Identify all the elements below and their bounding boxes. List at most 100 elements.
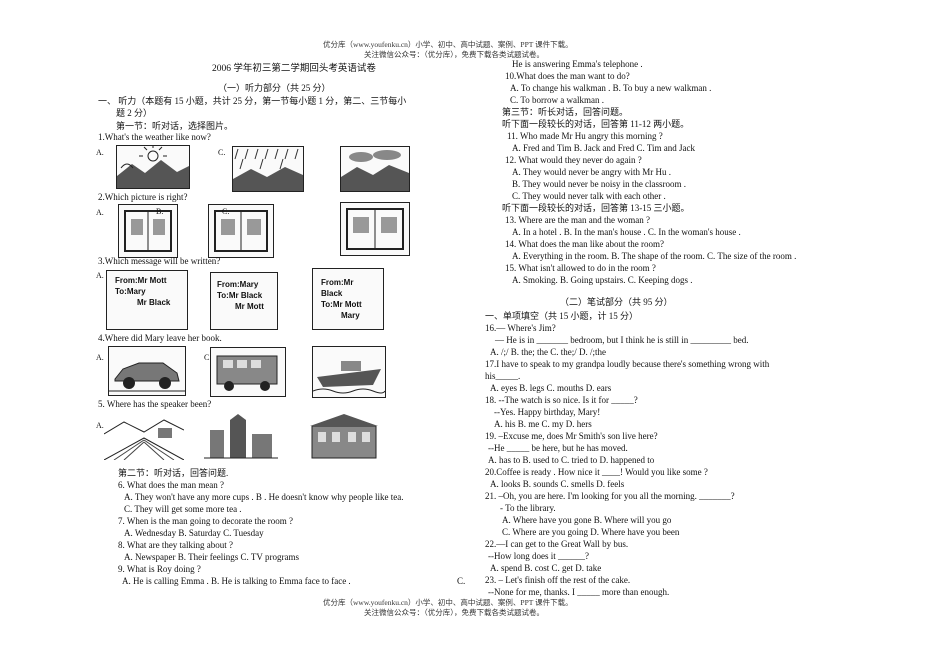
q5-picture-building (306, 414, 382, 460)
q4-option-c-label: C. (204, 353, 212, 362)
q7-options: A. Wednesday B. Saturday C. Tuesday (124, 528, 264, 538)
question-4: 4.Where did Mary leave her book. (98, 333, 222, 343)
q13-options: A. In a hotel . B. In the man's house . … (512, 227, 741, 237)
q1-picture-a (116, 145, 190, 189)
q18-line-2: --Yes. Happy birthday, Mary! (494, 407, 601, 417)
question-17: 17.I have to speak to my grandpa loudly … (485, 359, 770, 369)
q2-picture-a (118, 204, 178, 258)
q15-options: A. Smoking. B. Going upstairs. C. Keepin… (512, 275, 693, 285)
section-3-instruction-a: 听下面一段较长的对话，回答第 11-12 两小题。 (502, 119, 690, 129)
section-3-heading: 第三节：听长对话，回答问题。 (502, 107, 629, 117)
section-3-instruction-b: 听下面一段较长的对话，回答第 13-15 三小题。 (502, 203, 690, 213)
header-line-1: 优分库（www.youfenku.cn）小学、初中、高中试题、案例、PPT 课件… (323, 40, 573, 49)
header-line-2: 关注微信公众号：（优分库），免费下载各类试题试卷。 (364, 50, 544, 59)
question-12: 12. What would they never do again ? (505, 155, 642, 165)
note-a-to: To:Mary (115, 287, 146, 296)
q17-line-2: his_____. (485, 371, 521, 381)
q10-option-c: C. To borrow a walkman . (510, 95, 604, 105)
q3-note-b: From:Mary To:Mr Black Mr Mott (210, 272, 278, 330)
q9-option-c-label: C. (457, 576, 466, 586)
q2-option-b-label: B. (156, 207, 164, 216)
footer-line-1: 优分库（www.youfenku.cn）小学、初中、高中试题、案例、PPT 课件… (323, 598, 573, 607)
q9-option-c-text: He is answering Emma's telephone . (512, 59, 643, 69)
question-19: 19. –Excuse me, does Mr Smith's son live… (485, 431, 658, 441)
q21-options-cd: C. Where are you going D. Where have you… (502, 527, 680, 537)
question-21: 21. –Oh, you are here. I'm looking for y… (485, 491, 735, 501)
question-3: 3.Which message will be written? (98, 256, 221, 266)
q18-options: A. his B. me C. my D. hers (494, 419, 592, 429)
q12-option-a: A. They would never be angry with Mr Hu … (512, 167, 672, 177)
q1-picture-b (232, 146, 304, 192)
q16-options: A. /;/ B. the; the C. the;/ D. /;the (490, 347, 606, 357)
q1-option-c-label: C. (218, 148, 226, 157)
q5-picture-town (204, 414, 278, 460)
q3-note-a: From:Mr Mott To:Mary Mr Black (106, 270, 188, 330)
q4-picture-ship (312, 346, 386, 398)
q17-options: A. eyes B. legs C. mouths D. ears (490, 383, 612, 393)
q3-note-c: From:Mr Black To:Mr Mott Mary (312, 268, 384, 330)
q4-option-a-label: A. (96, 353, 104, 362)
question-9: 9. What is Roy doing ? (118, 564, 201, 574)
note-c-to: To:Mr Mott (321, 300, 362, 309)
question-22: 22.—I can get to the Great Wall by bus. (485, 539, 629, 549)
note-b-to: To:Mr Black (217, 291, 263, 300)
question-15: 15. What isn't allowed to do in the room… (505, 263, 656, 273)
q5-picture-farm (104, 414, 184, 460)
question-18: 18. --The watch is so nice. Is it for __… (485, 395, 638, 405)
section-2-heading: 第二节：听对话，回答问题. (118, 468, 229, 478)
question-1: 1.What's the weather like now? (98, 132, 211, 142)
question-10: 10.What does the man want to do? (505, 71, 630, 81)
q22-options: A. spend B. cost C. get D. take (490, 563, 602, 573)
q2-option-c-label: C. (222, 207, 230, 216)
q5-option-a-label: A. (96, 421, 104, 430)
q22-line-2: --How long does it ______? (488, 551, 589, 561)
q19-options: A. has to B. used to C. tried to D. happ… (488, 455, 655, 465)
q6-option-c: C. They will get some more tea . (124, 504, 242, 514)
q20-options: A. looks B. sounds C. smells D. feels (490, 479, 625, 489)
q12-option-c: C. They would never talk with each other… (512, 191, 666, 201)
q9-options-ab: A. He is calling Emma . B. He is talking… (122, 576, 351, 586)
q10-options-ab: A. To change his walkman . B. To buy a n… (510, 83, 712, 93)
question-13: 13. Where are the man and the woman ? (505, 215, 651, 225)
q16-line-2: — He is in _______ bedroom, but I think … (495, 335, 749, 345)
note-b-from: From:Mary (217, 280, 259, 289)
question-8: 8. What are they talking about ? (118, 540, 234, 550)
q1-option-a-label: A. (96, 148, 104, 157)
written-part-heading: （二）笔试部分（共 95 分） (560, 297, 673, 307)
note-a-sign: Mr Black (137, 298, 171, 307)
q12-option-b: B. They would never be noisy in the clas… (512, 179, 687, 189)
note-b-sign: Mr Mott (235, 302, 264, 311)
q2-option-a-label: A. (96, 208, 104, 217)
section-1-heading: 第一节：听对话，选择图片。 (116, 121, 234, 131)
q11-options: A. Fred and Tim B. Jack and Fred C. Tim … (512, 143, 696, 153)
note-c-from: From:Mr Black (321, 278, 354, 298)
q4-picture-bus (210, 347, 286, 397)
question-6: 6. What does the man mean ? (118, 480, 225, 490)
question-14: 14. What does the man like about the roo… (505, 239, 665, 249)
q2-picture-c (340, 202, 410, 256)
question-5: 5. Where has the speaker been? (98, 399, 212, 409)
section-intro-cont: 题 2 分） (116, 108, 153, 118)
note-a-from: From:Mr Mott (115, 276, 167, 285)
q2-picture-b (208, 204, 274, 258)
paper-title: 2006 学年初三第二学期回头考英语试卷 (212, 64, 376, 74)
q4-picture-car (108, 346, 186, 396)
q1-picture-c (340, 146, 410, 192)
single-choice-heading: 一、单项填空（共 15 小题，计 15 分） (485, 311, 639, 321)
q19-line-2: --He _____ be here, but he has moved. (488, 443, 628, 453)
note-c-sign: Mary (341, 311, 360, 320)
q14-options: A. Everything in the room. B. The shape … (512, 251, 797, 261)
question-2: 2.Which picture is right? (98, 192, 188, 202)
footer-line-2: 关注微信公众号：（优分库），免费下载各类试题试卷。 (364, 608, 544, 617)
question-16: 16.— Where's Jim? (485, 323, 556, 333)
question-20: 20.Coffee is ready . How nice it ____! W… (485, 467, 708, 477)
q3-option-a-label: A. (96, 271, 104, 280)
q21-options-ab: A. Where have you gone B. Where will you… (502, 515, 672, 525)
section-intro: 一、 听力（本题有 15 小题，共计 25 分，第一节每小题 1 分，第二、三节… (98, 96, 407, 106)
listening-part-heading: （一）听力部分（共 25 分） (218, 83, 331, 93)
question-23: 23. – Let's finish off the rest of the c… (485, 575, 631, 585)
q8-options: A. Newspaper B. Their feelings C. TV pro… (124, 552, 299, 562)
q6-options-ab: A. They won't have any more cups . B . H… (124, 492, 404, 502)
q23-line-2: --None for me, thanks. I _____ more than… (488, 587, 670, 597)
q21-line-2: - To the library. (500, 503, 556, 513)
